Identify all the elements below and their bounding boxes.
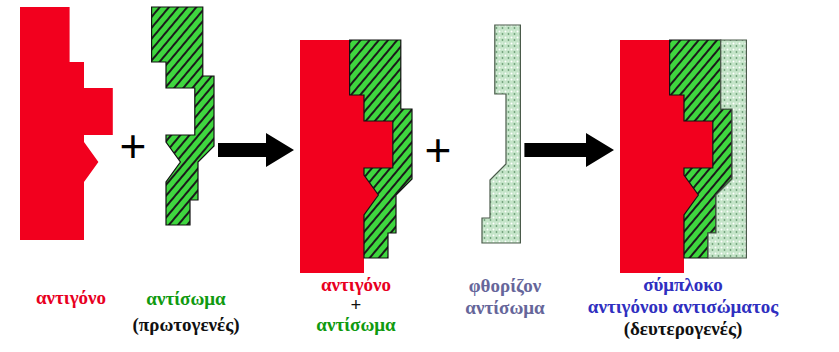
label-line: αντίσωμα xyxy=(128,286,244,312)
antigen-shape xyxy=(20,7,113,240)
plus-sign: + xyxy=(425,127,452,173)
node-label: αντιγόνο xyxy=(36,287,106,308)
shape-group xyxy=(482,25,520,243)
node-box: αντιγόνο+αντίσωμα xyxy=(292,40,420,335)
node-box: φθορίζον αντίσωμα xyxy=(456,25,554,319)
label-line: + xyxy=(292,295,420,315)
node-box: σύμπλοκοαντιγόνου αντισώματος(δευτερογεν… xyxy=(578,40,788,340)
node-box: αντίσωμα (πρωτογενές) xyxy=(128,7,244,338)
label-line: αντιγόνο xyxy=(12,287,130,309)
node-label: αντιγόνο xyxy=(321,274,391,295)
plus-sign: + xyxy=(120,123,147,169)
text-group: αντιγόνο xyxy=(12,287,130,309)
shape-group xyxy=(300,40,412,273)
node-label: + xyxy=(351,294,362,315)
node-label: αντίσωμα xyxy=(316,314,395,335)
label-line: (πρωτογενές) xyxy=(128,312,244,338)
shape-outline xyxy=(456,25,554,243)
label-line: αντιγόνου αντισώματος xyxy=(578,296,788,318)
node-label: σύμπλοκο xyxy=(643,274,723,295)
shape-outline xyxy=(128,7,244,225)
antibody-shape xyxy=(152,7,214,225)
fluorescent-antibody-shape xyxy=(482,25,520,243)
label-line: σύμπλοκο xyxy=(578,274,788,296)
antibody-shape xyxy=(350,40,412,258)
block-arrow xyxy=(524,133,614,167)
block-arrow xyxy=(218,133,294,167)
shape-group xyxy=(20,7,113,240)
node-label: αντίσωμα xyxy=(146,288,225,309)
node-label: (πρωτογενές) xyxy=(132,314,239,335)
node-label: φθορίζον αντίσωμα xyxy=(465,275,544,318)
text-group: σύμπλοκοαντιγόνου αντισώματος(δευτερογεν… xyxy=(578,274,788,340)
shape-group xyxy=(152,7,214,225)
node-label: αντιγόνου αντισώματος xyxy=(588,296,778,317)
node-label: (δευτερογενές) xyxy=(624,318,743,339)
text-group: αντιγόνο+αντίσωμα xyxy=(292,275,420,335)
label-line: αντιγόνο xyxy=(292,275,420,295)
label-line: (δευτερογενές) xyxy=(578,318,788,340)
node-box: αντιγόνο xyxy=(12,7,130,309)
fluorescent-antibody-shape xyxy=(708,40,746,258)
shape-outline xyxy=(292,40,420,273)
shape-outline xyxy=(12,7,130,240)
label-line: αντίσωμα xyxy=(292,315,420,335)
shape-outline xyxy=(578,40,788,273)
label-line: φθορίζον αντίσωμα xyxy=(456,275,554,319)
shape-group xyxy=(620,40,746,273)
text-group: αντίσωμα (πρωτογενές) xyxy=(128,286,244,338)
text-group: φθορίζον αντίσωμα xyxy=(456,275,554,319)
